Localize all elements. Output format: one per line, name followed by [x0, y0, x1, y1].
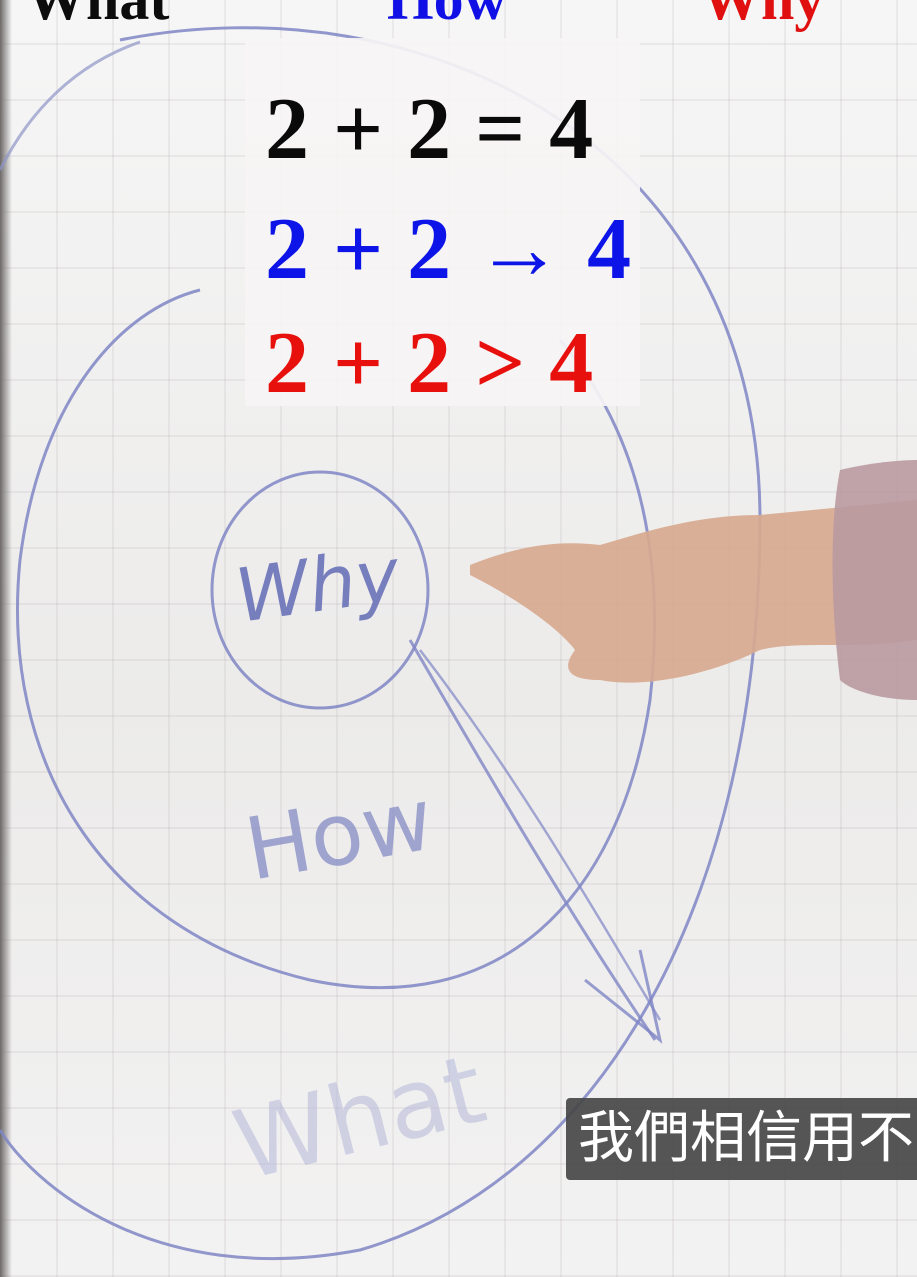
arrow-line-2	[419, 649, 662, 1021]
equation-greater: 2 + 2 > 4	[265, 315, 595, 412]
inner-circle	[210, 470, 430, 710]
equation-panel: 2 + 2 = 4 2 + 2 → 4 2 + 2 > 4	[245, 38, 640, 412]
handwritten-outer-word: What	[223, 1033, 495, 1203]
pointing-hand	[470, 500, 917, 683]
equation-equals: 2 + 2 = 4	[265, 81, 595, 178]
subtitle-caption: 我們相信用不	[566, 1098, 917, 1180]
outer-circle-left	[0, 40, 141, 171]
handwritten-inner-word: Why	[231, 532, 406, 640]
handwritten-middle-word: How	[238, 770, 440, 901]
arrowhead	[584, 949, 663, 1044]
sleeve	[832, 460, 917, 700]
header-how: How	[387, 0, 507, 29]
equation-arrow: 2 + 2 → 4	[265, 201, 633, 298]
header-why: Why	[701, 0, 824, 29]
header-what: What	[26, 0, 169, 29]
board-edge-shadow	[0, 0, 12, 1277]
arrow-line-1	[408, 639, 657, 1041]
subtitle-text: 我們相信用不	[578, 1106, 914, 1171]
header-words: What How Why	[0, 0, 917, 29]
